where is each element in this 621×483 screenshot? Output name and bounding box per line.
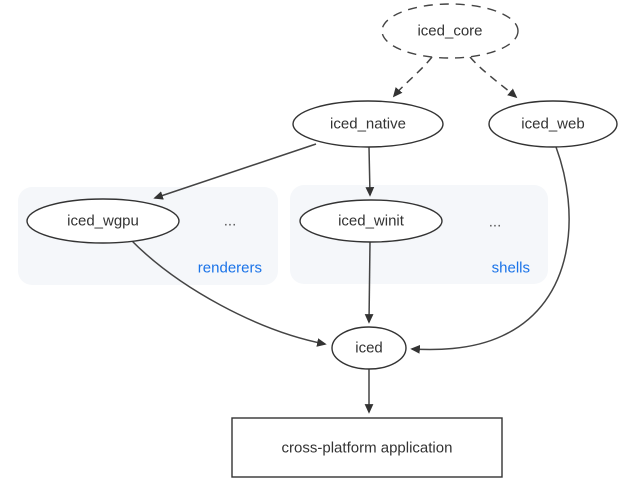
group-annotations: ... renderers ... shells <box>198 213 530 277</box>
iced-web-ellipse[interactable] <box>488 100 618 148</box>
iced-core-label: iced_core <box>417 23 482 40</box>
application-label: cross-platform application <box>282 440 453 457</box>
node-application[interactable]: cross-platform application <box>231 417 503 478</box>
node-iced[interactable]: iced <box>331 326 407 370</box>
iced-winit-label: iced_winit <box>338 213 405 230</box>
node-iced-web[interactable]: iced_web <box>488 100 618 148</box>
application-rect[interactable] <box>231 417 503 478</box>
node-iced-winit[interactable]: iced_winit <box>299 199 443 243</box>
node-iced-core[interactable]: iced_core <box>381 3 519 59</box>
iced-wgpu-ellipse[interactable] <box>26 198 180 244</box>
iced-ellipse[interactable] <box>331 326 407 370</box>
group-label-renderers: renderers <box>198 260 262 277</box>
edges <box>129 56 570 414</box>
edge-winit-to-iced <box>364 241 374 324</box>
edge-web-to-iced <box>410 146 570 354</box>
node-iced-native[interactable]: iced_native <box>292 100 444 148</box>
shells-more-icon: ... <box>489 214 502 231</box>
group-label-shells: shells <box>492 260 530 277</box>
iced-core-ellipse[interactable] <box>381 3 519 59</box>
edge-native-to-wgpu <box>153 143 317 200</box>
edge-wgpu-to-iced <box>129 238 327 347</box>
iced-winit-ellipse[interactable] <box>299 199 443 243</box>
edge-core-to-native <box>392 56 433 98</box>
iced-label: iced <box>355 340 383 357</box>
iced-native-ellipse[interactable] <box>292 100 444 148</box>
iced-web-label: iced_web <box>521 116 584 133</box>
iced-native-label: iced_native <box>330 116 406 133</box>
renderers-more-icon: ... <box>224 213 237 230</box>
iced-wgpu-label: iced_wgpu <box>67 213 139 230</box>
node-iced-wgpu[interactable]: iced_wgpu <box>26 198 180 244</box>
edge-native-to-winit <box>365 146 375 197</box>
edge-core-to-web <box>469 56 518 99</box>
